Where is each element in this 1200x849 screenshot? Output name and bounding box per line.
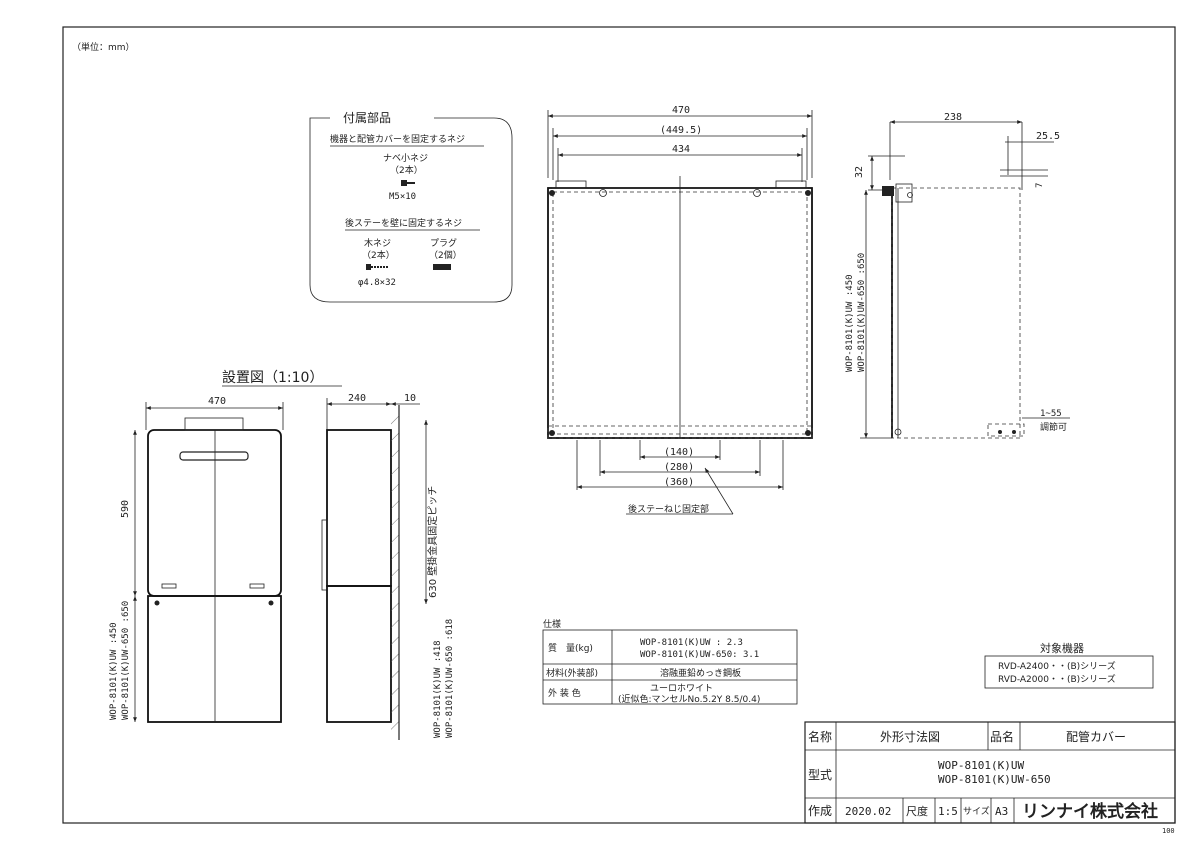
target-item-2: RVD-A2000・・(B)シリーズ <box>998 673 1116 685</box>
title-name-value: 外形寸法図 <box>880 730 940 744</box>
wood-screw-name: 木ネジ <box>364 237 391 249</box>
side-dim-32: 32 <box>854 166 865 178</box>
side-dim-25-5: 25.5 <box>1036 131 1060 142</box>
screw1-size: M5×10 <box>389 192 416 202</box>
spec-material-label: 材料(外装部) <box>546 667 598 679</box>
title-model-label: 型式 <box>808 768 832 782</box>
title-made-value: 2020.02 <box>845 805 891 818</box>
accessories-title: 付属部品 <box>343 110 391 125</box>
front-dim-434: 434 <box>672 144 690 155</box>
plug-icon <box>433 264 451 270</box>
title-model-value-1: WOP-8101(K)UW <box>938 759 1024 772</box>
install-side-height-2: WOP-8101(K)UW-650 :618 <box>445 619 455 738</box>
adjust-dim: 1~55 <box>1040 409 1062 419</box>
side-view: 238 25.5 32 7 WOP-8101(K)UW :450 WOP-810… <box>845 112 1070 439</box>
spec-color-label: 外 装 色 <box>548 687 581 699</box>
install-side-height-1: WOP-8101(K)UW :418 <box>433 640 443 738</box>
front-view: 470 (449.5) 434 (140) (280) <box>547 105 813 515</box>
front-dim-280: (280) <box>664 462 694 473</box>
install-dim-630: 630 壁掛金具固定ピッチ <box>426 486 439 598</box>
spec-weight-value-2: WOP-8101(K)UW-650: 3.1 <box>640 650 759 660</box>
front-dim-140: (140) <box>664 447 694 458</box>
install-view: 設置図（1:10） 470 590 WOP-8101(K)UW :450 WOP… <box>109 370 455 740</box>
side-dim-7: 7 <box>1035 183 1045 188</box>
target-devices: 対象機器 RVD-A2400・・(B)シリーズ RVD-A2000・・(B)シリ… <box>984 641 1154 689</box>
title-made-label: 作成 <box>808 804 832 818</box>
wood-screw-icon <box>366 264 389 270</box>
title-product-label: 品名 <box>990 729 1014 744</box>
plug-name: プラグ <box>430 237 457 249</box>
install-front-height-2: WOP-8101(K)UW-650 :650 <box>121 601 131 720</box>
spec-table: 仕様 質 量(kg) WOP-8101(K)UW : 2.3 WOP-8101(… <box>542 618 798 705</box>
title-product-value: 配管カバー <box>1066 729 1126 744</box>
spec-weight-value-1: WOP-8101(K)UW : 2.3 <box>640 638 743 648</box>
side-dim-238: 238 <box>944 112 962 123</box>
install-front-height-1: WOP-8101(K)UW :450 <box>109 622 119 720</box>
rear-stay-label: 後ステーねじ固定部 <box>628 503 709 515</box>
install-title: 設置図（1:10） <box>222 370 323 386</box>
wood-screw-size: φ4.8×32 <box>358 278 396 288</box>
screw1-qty: （2本） <box>390 164 423 176</box>
title-scale-value: 1:5 <box>938 805 958 818</box>
spec-color-value-1: ユーロホワイト <box>650 683 713 694</box>
target-title: 対象機器 <box>1040 641 1084 655</box>
install-wall-gap: 10 <box>404 393 416 404</box>
unit-note: （単位：mm） <box>72 41 135 53</box>
accessories-box: 付属部品 機器と配管カバーを固定するネジ ナベ小ネジ （2本） M5×10 後ス… <box>309 110 513 303</box>
sheet-border <box>62 26 1176 824</box>
spec-weight-label: 質 量(kg) <box>548 642 593 654</box>
wood-screw-qty: （2本） <box>362 249 395 261</box>
accessories-section1-title: 機器と配管カバーを固定するネジ <box>330 133 465 145</box>
side-height-label-1: WOP-8101(K)UW :450 <box>845 274 855 372</box>
title-size-value: A3 <box>995 805 1008 818</box>
title-model-value-2: WOP-8101(K)UW-650 <box>938 773 1051 786</box>
install-dim-590: 590 <box>120 500 131 518</box>
screw1-name: ナベ小ネジ <box>383 153 428 164</box>
side-height-label-2: WOP-8101(K)UW-650 :650 <box>857 253 867 372</box>
spec-color-value-2: (近似色:マンセルNo.5.2Y 8.5/0.4) <box>618 693 760 705</box>
install-front-width: 470 <box>208 396 226 407</box>
front-dim-360: (360) <box>664 477 694 488</box>
front-dim-470: 470 <box>672 105 690 116</box>
plug-qty: （2個） <box>429 249 462 261</box>
spec-title: 仕様 <box>543 618 561 630</box>
corner-mark: 100 <box>1162 827 1175 835</box>
title-name-label: 名称 <box>808 729 832 744</box>
install-side-width: 240 <box>348 393 366 404</box>
front-dim-449-5: (449.5) <box>660 125 702 136</box>
adjust-label: 調節可 <box>1040 421 1067 433</box>
spec-material-value: 溶融亜鉛めっき鋼板 <box>660 667 741 679</box>
accessories-section2-title: 後ステーを壁に固定するネジ <box>345 217 462 229</box>
title-size-label: サイズ <box>963 805 990 817</box>
company-name: リンナイ株式会社 <box>1022 801 1158 822</box>
title-block: 名称 外形寸法図 品名 配管カバー 型式 WOP-8101(K)UW WOP-8… <box>804 721 1176 824</box>
screw-icon <box>401 180 415 186</box>
title-scale-label: 尺度 <box>906 804 928 818</box>
target-item-1: RVD-A2400・・(B)シリーズ <box>998 660 1116 672</box>
